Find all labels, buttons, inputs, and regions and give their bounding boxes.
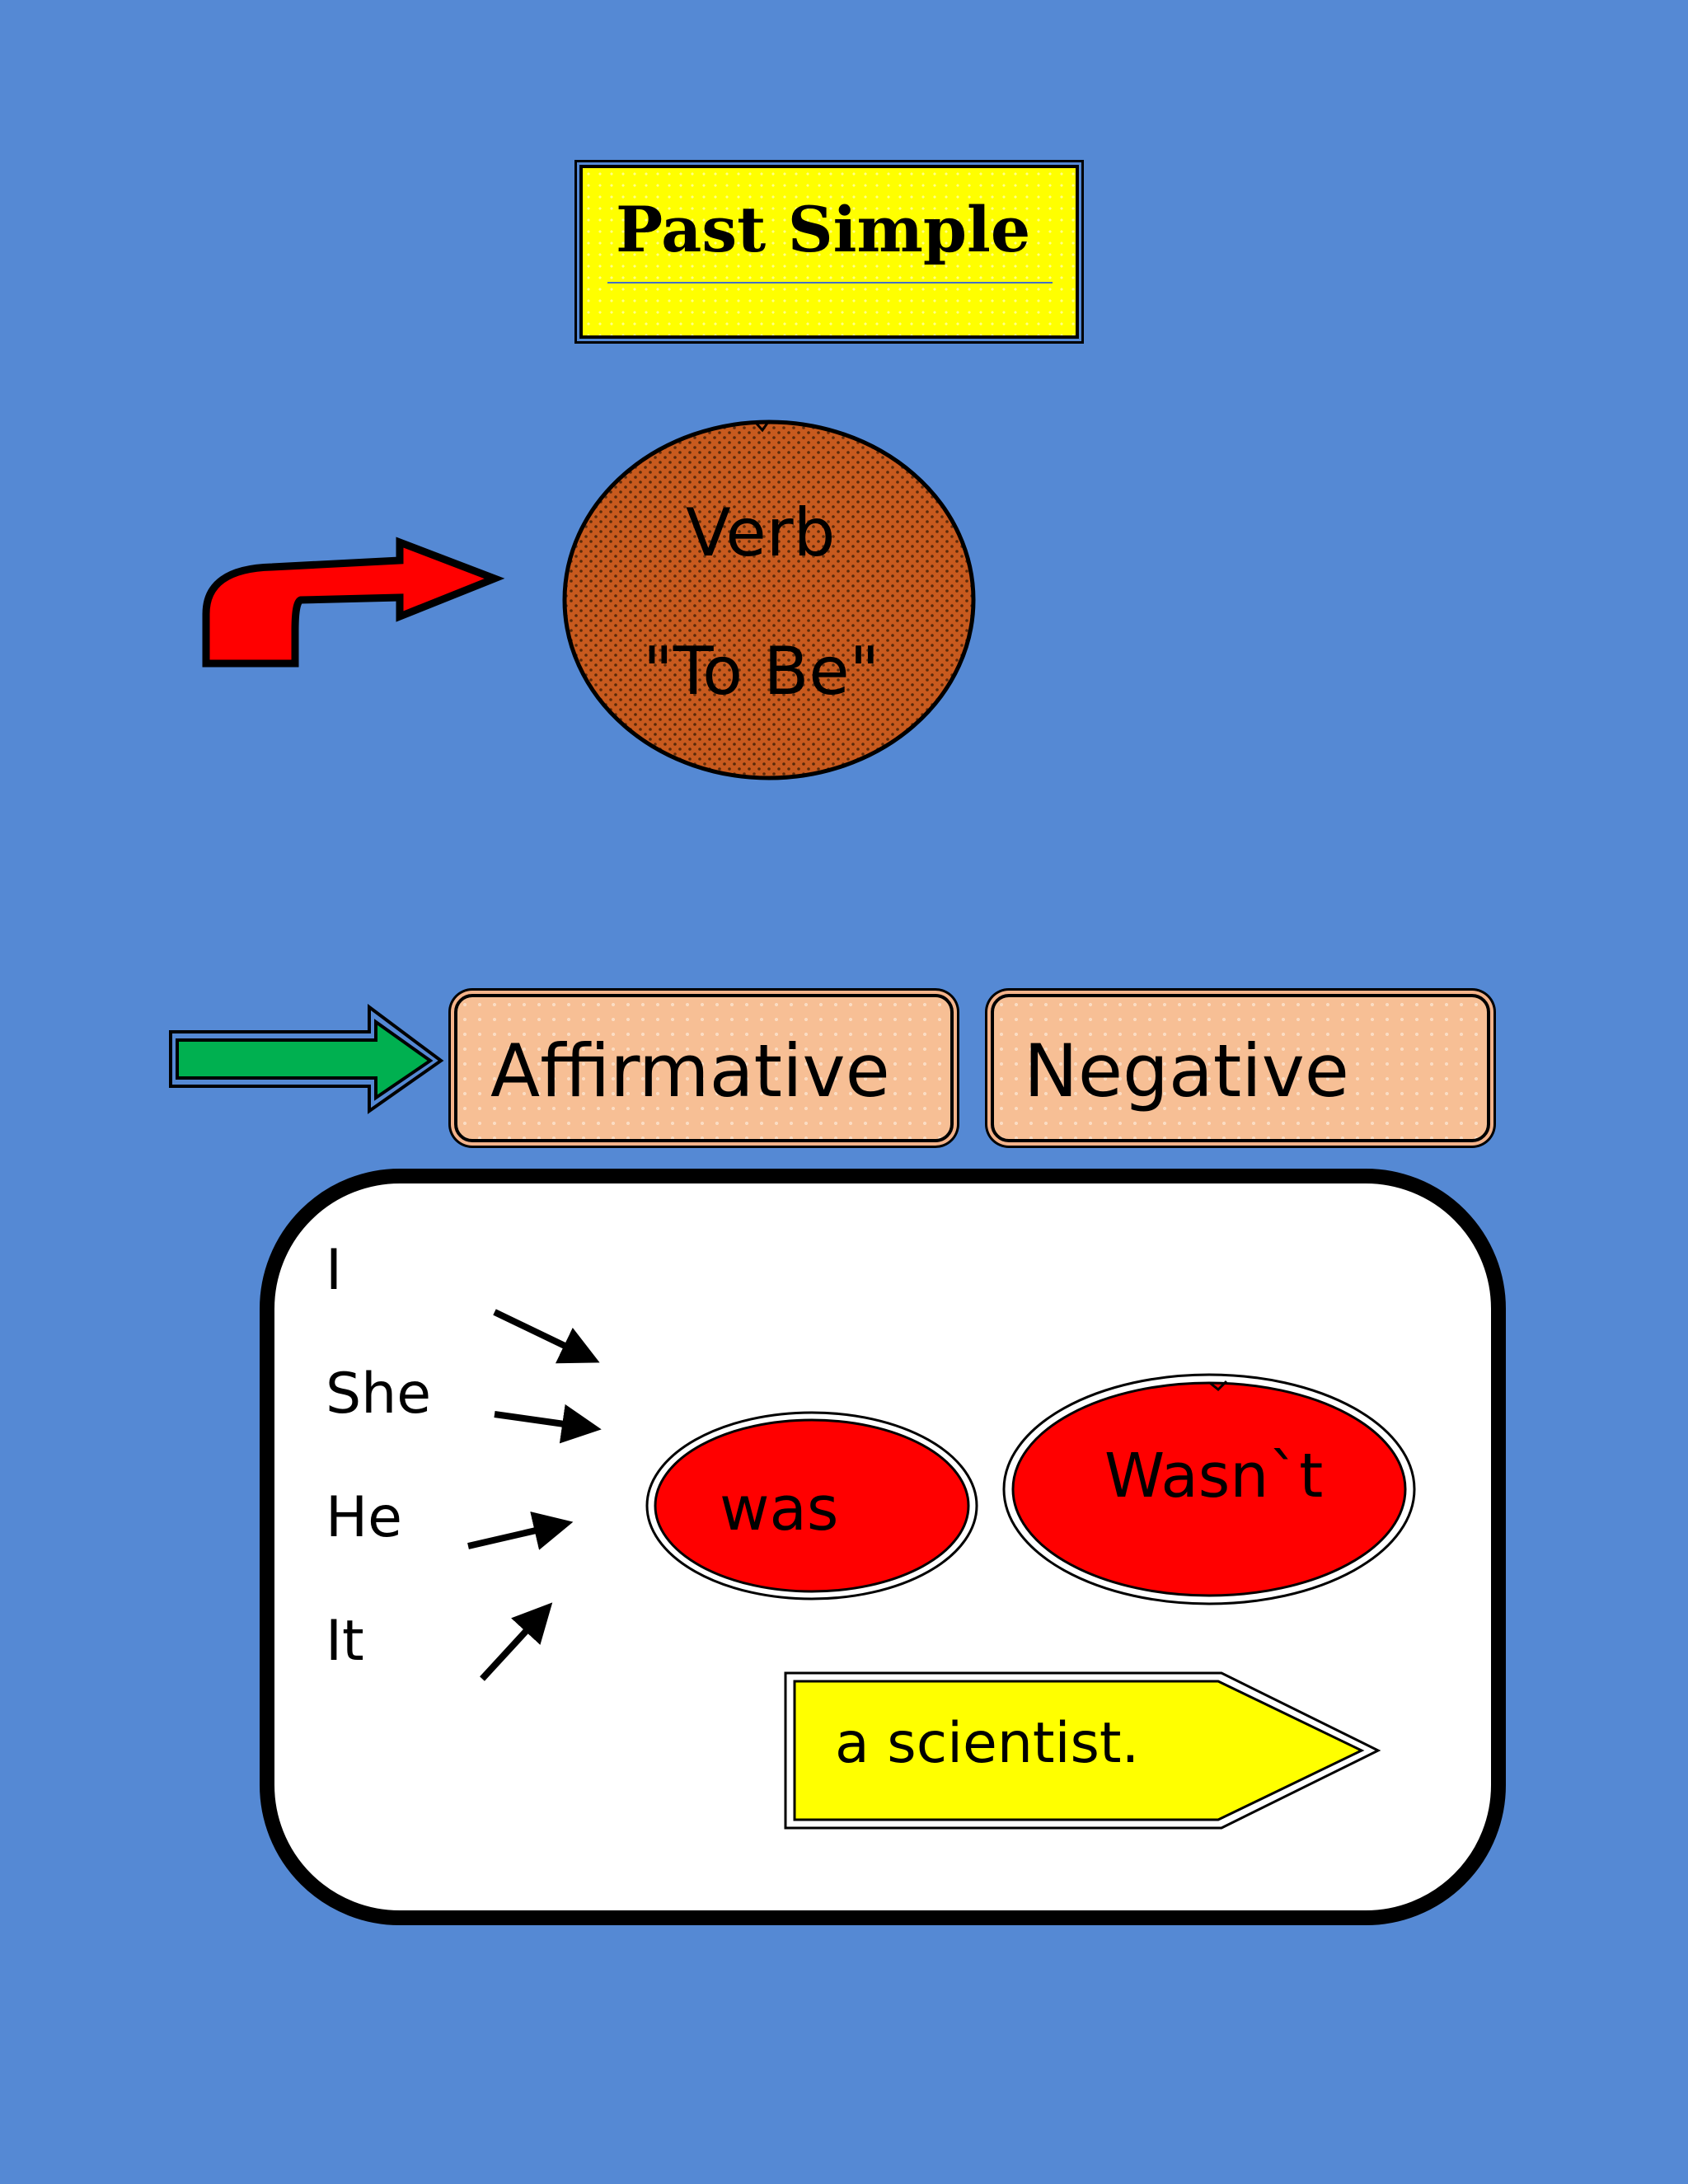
tab-affirmative-label: Affirmative	[490, 1029, 890, 1113]
form-wasnt-label: Wasn`t	[1104, 1441, 1324, 1511]
tab-negative-label: Negative	[1024, 1029, 1349, 1113]
verb-circle	[562, 419, 976, 780]
small-arrow-icon	[494, 1404, 602, 1444]
pronoun-he: He	[326, 1485, 402, 1550]
form-was-oval	[645, 1411, 978, 1601]
tab-negative[interactable]: Negative	[991, 994, 1490, 1142]
tab-affirmative[interactable]: Affirmative	[454, 994, 954, 1142]
curved-arrow-icon	[202, 537, 505, 668]
verb-circle-line2: "To Be"	[643, 633, 880, 710]
form-was-label: was	[720, 1474, 839, 1544]
page-title: Past Simple	[616, 193, 1031, 266]
verb-circle-line1: Verb	[686, 494, 836, 571]
small-arrow-icon	[467, 1511, 574, 1550]
small-arrow-icon	[493, 1309, 600, 1364]
right-arrow-icon	[169, 1004, 444, 1114]
title-underline	[607, 282, 1053, 284]
pronoun-it: It	[326, 1609, 364, 1674]
pronoun-she: She	[326, 1361, 432, 1427]
complement-label: a scientist.	[835, 1711, 1140, 1776]
complement-arrow-box	[784, 1671, 1381, 1830]
title-box: Past Simple	[579, 165, 1079, 339]
pronoun-i: I	[326, 1238, 343, 1303]
small-arrow-icon	[480, 1602, 553, 1681]
form-wasnt-oval	[1002, 1373, 1416, 1605]
